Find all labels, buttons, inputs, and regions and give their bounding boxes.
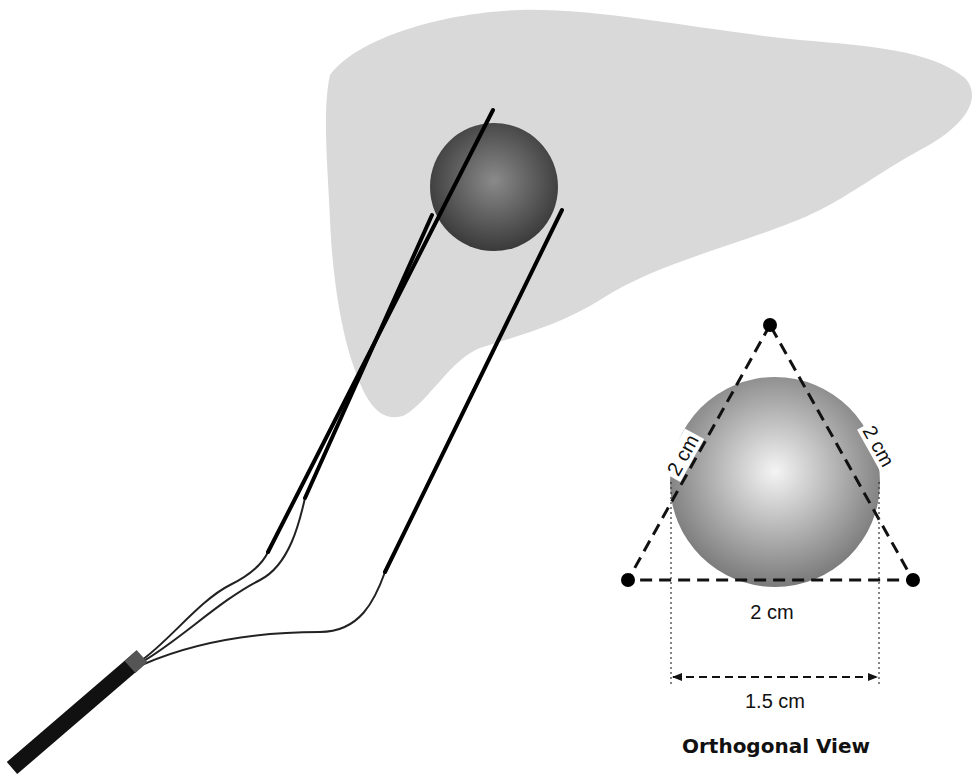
liver-outline bbox=[326, 10, 972, 417]
tumor bbox=[430, 123, 558, 251]
view-caption: Orthogonal View bbox=[679, 735, 873, 757]
tumor-section bbox=[670, 377, 880, 587]
electrode-dots bbox=[621, 318, 920, 587]
probe-handle bbox=[12, 658, 140, 768]
cables bbox=[142, 498, 385, 664]
dimension-label: 2 cm bbox=[747, 601, 796, 623]
dimension-extension-lines bbox=[671, 482, 879, 685]
electrode-triangle bbox=[628, 325, 913, 580]
handle-tip bbox=[130, 656, 142, 667]
dimension-arrow bbox=[673, 676, 877, 678]
needle-electrodes bbox=[268, 110, 562, 572]
dimension-label: 1.5 cm bbox=[742, 690, 808, 712]
